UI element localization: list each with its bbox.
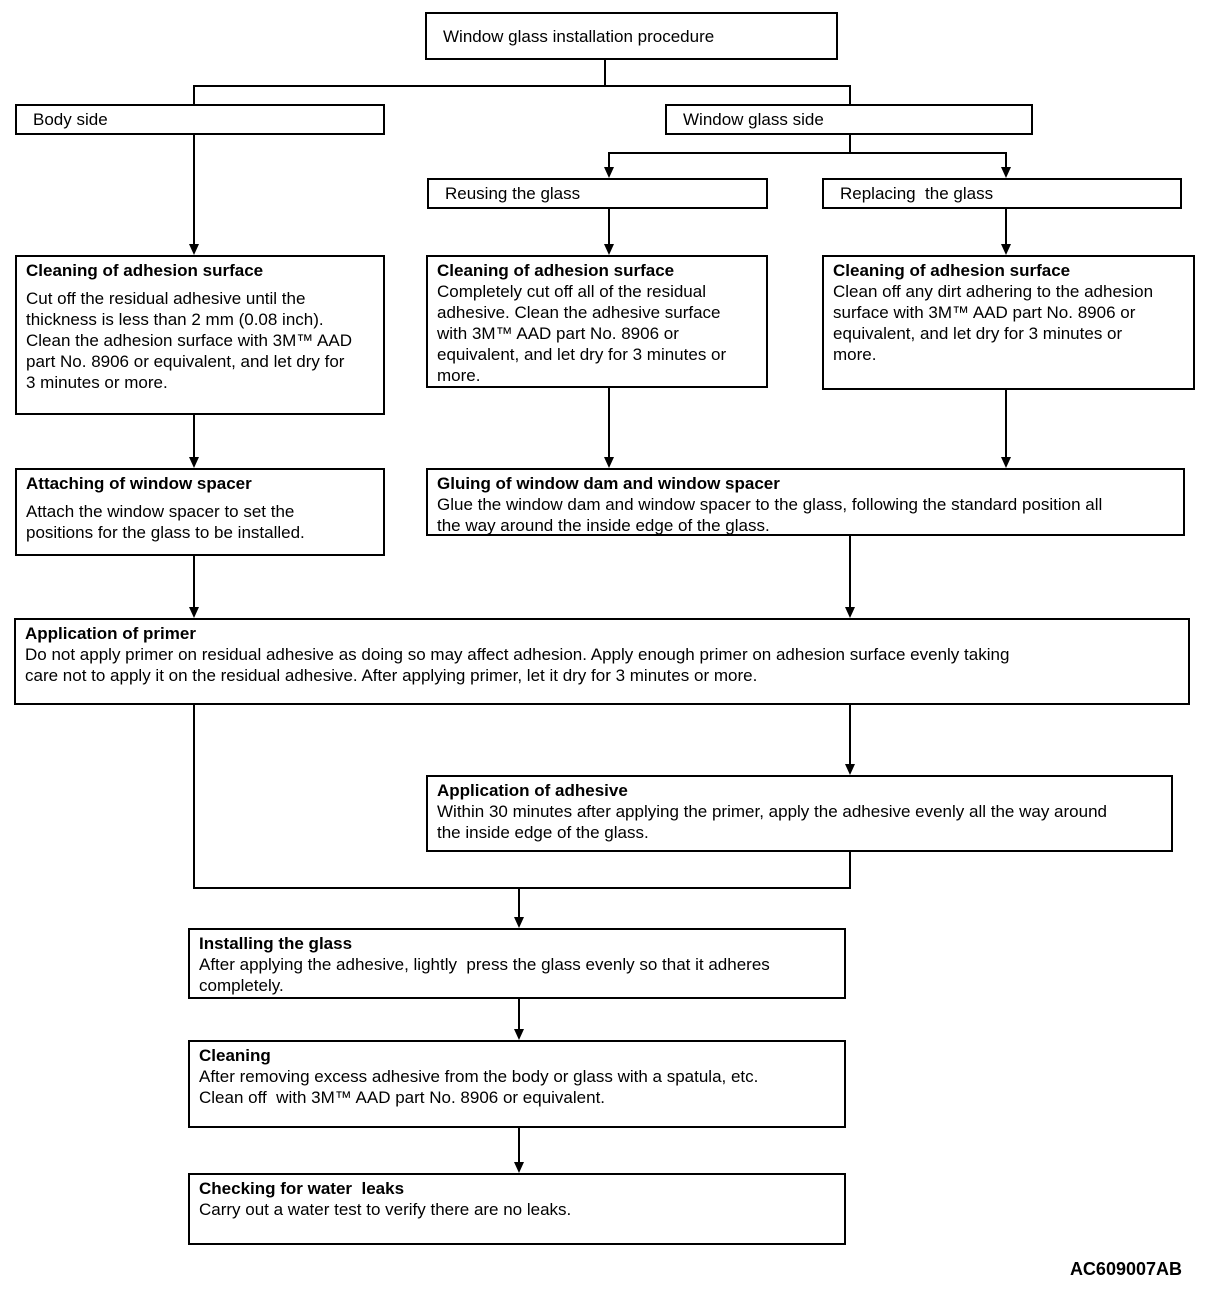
arrow-down-icon	[604, 244, 614, 255]
arrow-down-icon	[845, 607, 855, 618]
node-installing-the-glass: Installing the glass After applying the …	[188, 928, 846, 999]
step-body: Within 30 minutes after applying the pri…	[437, 802, 1107, 842]
step-body: Do not apply primer on residual adhesive…	[25, 645, 1010, 685]
node-cleaning-adhesion-body: Cleaning of adhesion surface Cut off the…	[15, 255, 385, 415]
step-title: Cleaning of adhesion surface	[26, 261, 264, 280]
connector-line	[849, 852, 851, 889]
step-body: After removing excess adhesive from the …	[199, 1067, 759, 1107]
connector-line	[608, 388, 610, 458]
node-replacing-glass: Replacing the glass	[822, 178, 1182, 209]
node-procedure-title: Window glass installation procedure	[425, 12, 838, 60]
arrow-down-icon	[1001, 167, 1011, 178]
step-title: Cleaning of adhesion surface	[437, 261, 675, 280]
node-cleaning: Cleaning After removing excess adhesive …	[188, 1040, 846, 1128]
node-application-of-primer: Application of primer Do not apply prime…	[14, 618, 1190, 705]
node-attaching-window-spacer: Attaching of window spacer Attach the wi…	[15, 468, 385, 556]
node-label: Window glass installation procedure	[443, 26, 715, 46]
step-title: Application of adhesive	[437, 781, 628, 800]
connector-line	[849, 135, 851, 154]
arrow-down-icon	[604, 167, 614, 178]
arrow-down-icon	[514, 1162, 524, 1173]
step-body: Attach the window spacer to set the posi…	[26, 502, 305, 542]
figure-code: AC609007AB	[1069, 1259, 1182, 1279]
connector-line	[849, 536, 851, 608]
arrow-down-icon	[845, 764, 855, 775]
step-title: Cleaning of adhesion surface	[833, 261, 1071, 280]
connector-line	[518, 887, 520, 918]
connector-line	[518, 1128, 520, 1163]
node-cleaning-adhesion-replace: Cleaning of adhesion surface Clean off a…	[822, 255, 1195, 390]
connector-line	[193, 135, 195, 245]
arrow-down-icon	[604, 457, 614, 468]
node-window-glass-side: Window glass side	[665, 104, 1033, 135]
connector-line	[608, 209, 610, 245]
step-title: Cleaning	[199, 1046, 271, 1065]
arrow-down-icon	[514, 1029, 524, 1040]
step-body: Cut off the residual adhesive until the …	[26, 289, 353, 392]
arrow-down-icon	[1001, 244, 1011, 255]
step-body: After applying the adhesive, lightly pre…	[199, 955, 770, 995]
connector-line	[193, 415, 195, 458]
connector-line	[518, 999, 520, 1030]
step-title: Checking for water leaks	[199, 1179, 405, 1198]
arrow-down-icon	[189, 244, 199, 255]
node-reusing-glass: Reusing the glass	[427, 178, 768, 209]
arrow-down-icon	[189, 457, 199, 468]
step-body: Glue the window dam and window spacer to…	[437, 495, 1103, 535]
step-body: Completely cut off all of the residual a…	[437, 282, 727, 385]
node-label: Reusing the glass	[445, 184, 581, 203]
node-checking-water-leaks: Checking for water leaks Carry out a wat…	[188, 1173, 846, 1245]
connector-line	[193, 556, 195, 608]
connector-line	[193, 85, 851, 87]
arrow-down-icon	[514, 917, 524, 928]
step-title: Application of primer	[25, 624, 196, 643]
step-title: Installing the glass	[199, 934, 353, 953]
connector-line	[193, 705, 195, 889]
step-title: Gluing of window dam and window spacer	[437, 474, 780, 493]
connector-line	[193, 85, 195, 104]
connector-line	[193, 887, 851, 889]
arrow-down-icon	[1001, 457, 1011, 468]
node-application-of-adhesive: Application of adhesive Within 30 minute…	[426, 775, 1173, 852]
step-title: Attaching of window spacer	[26, 474, 252, 493]
connector-line	[849, 705, 851, 765]
node-label: Body side	[33, 110, 108, 129]
step-body: Carry out a water test to verify there a…	[199, 1200, 572, 1219]
connector-line	[1005, 152, 1007, 168]
node-body-side: Body side	[15, 104, 385, 135]
connector-line	[849, 85, 851, 104]
node-label: Replacing the glass	[840, 184, 994, 203]
node-label: Window glass side	[683, 110, 824, 129]
connector-line	[608, 152, 610, 168]
node-cleaning-adhesion-reuse: Cleaning of adhesion surface Completely …	[426, 255, 768, 388]
connector-line	[608, 152, 1007, 154]
step-body: Clean off any dirt adhering to the adhes…	[833, 282, 1154, 364]
connector-line	[1005, 209, 1007, 245]
connector-line	[604, 60, 606, 87]
arrow-down-icon	[189, 607, 199, 618]
node-gluing-window-dam: Gluing of window dam and window spacer G…	[426, 468, 1185, 536]
connector-line	[1005, 390, 1007, 458]
